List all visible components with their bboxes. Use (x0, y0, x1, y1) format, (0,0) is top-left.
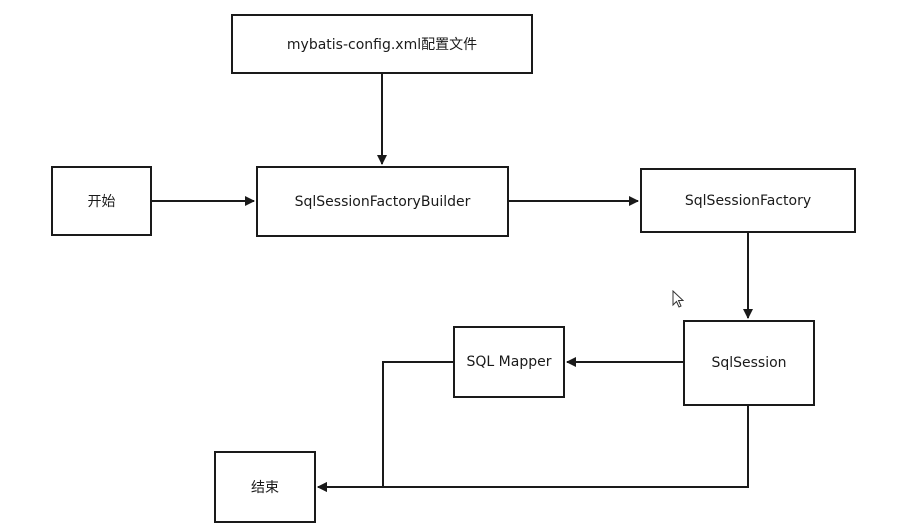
node-start: 开始 (51, 166, 152, 236)
node-sqlsessionfactory: SqlSessionFactory (640, 168, 856, 233)
node-start-label: 开始 (87, 194, 116, 210)
mouse-pointer-icon (672, 290, 684, 308)
node-sqlsessionfactorybuilder-label: SqlSessionFactoryBuilder (294, 193, 471, 210)
node-sqlsession-label: SqlSession (711, 355, 787, 371)
edge-session-to-end (317, 406, 749, 492)
node-sql-mapper: SQL Mapper (453, 326, 565, 398)
node-end-label: 结束 (251, 480, 279, 496)
node-config-file: mybatis-config.xml配置文件 (231, 14, 533, 74)
node-config-file-label: mybatis-config.xml配置文件 (286, 37, 478, 53)
edge-mapper-to-end (317, 361, 453, 492)
node-sqlsession: SqlSession (683, 320, 815, 406)
node-sql-mapper-label: SQL Mapper (466, 354, 552, 370)
node-sqlsessionfactorybuilder: SqlSessionFactoryBuilder (256, 166, 509, 237)
node-sqlsessionfactory-label: SqlSessionFactory (684, 192, 812, 209)
node-end: 结束 (214, 451, 316, 523)
